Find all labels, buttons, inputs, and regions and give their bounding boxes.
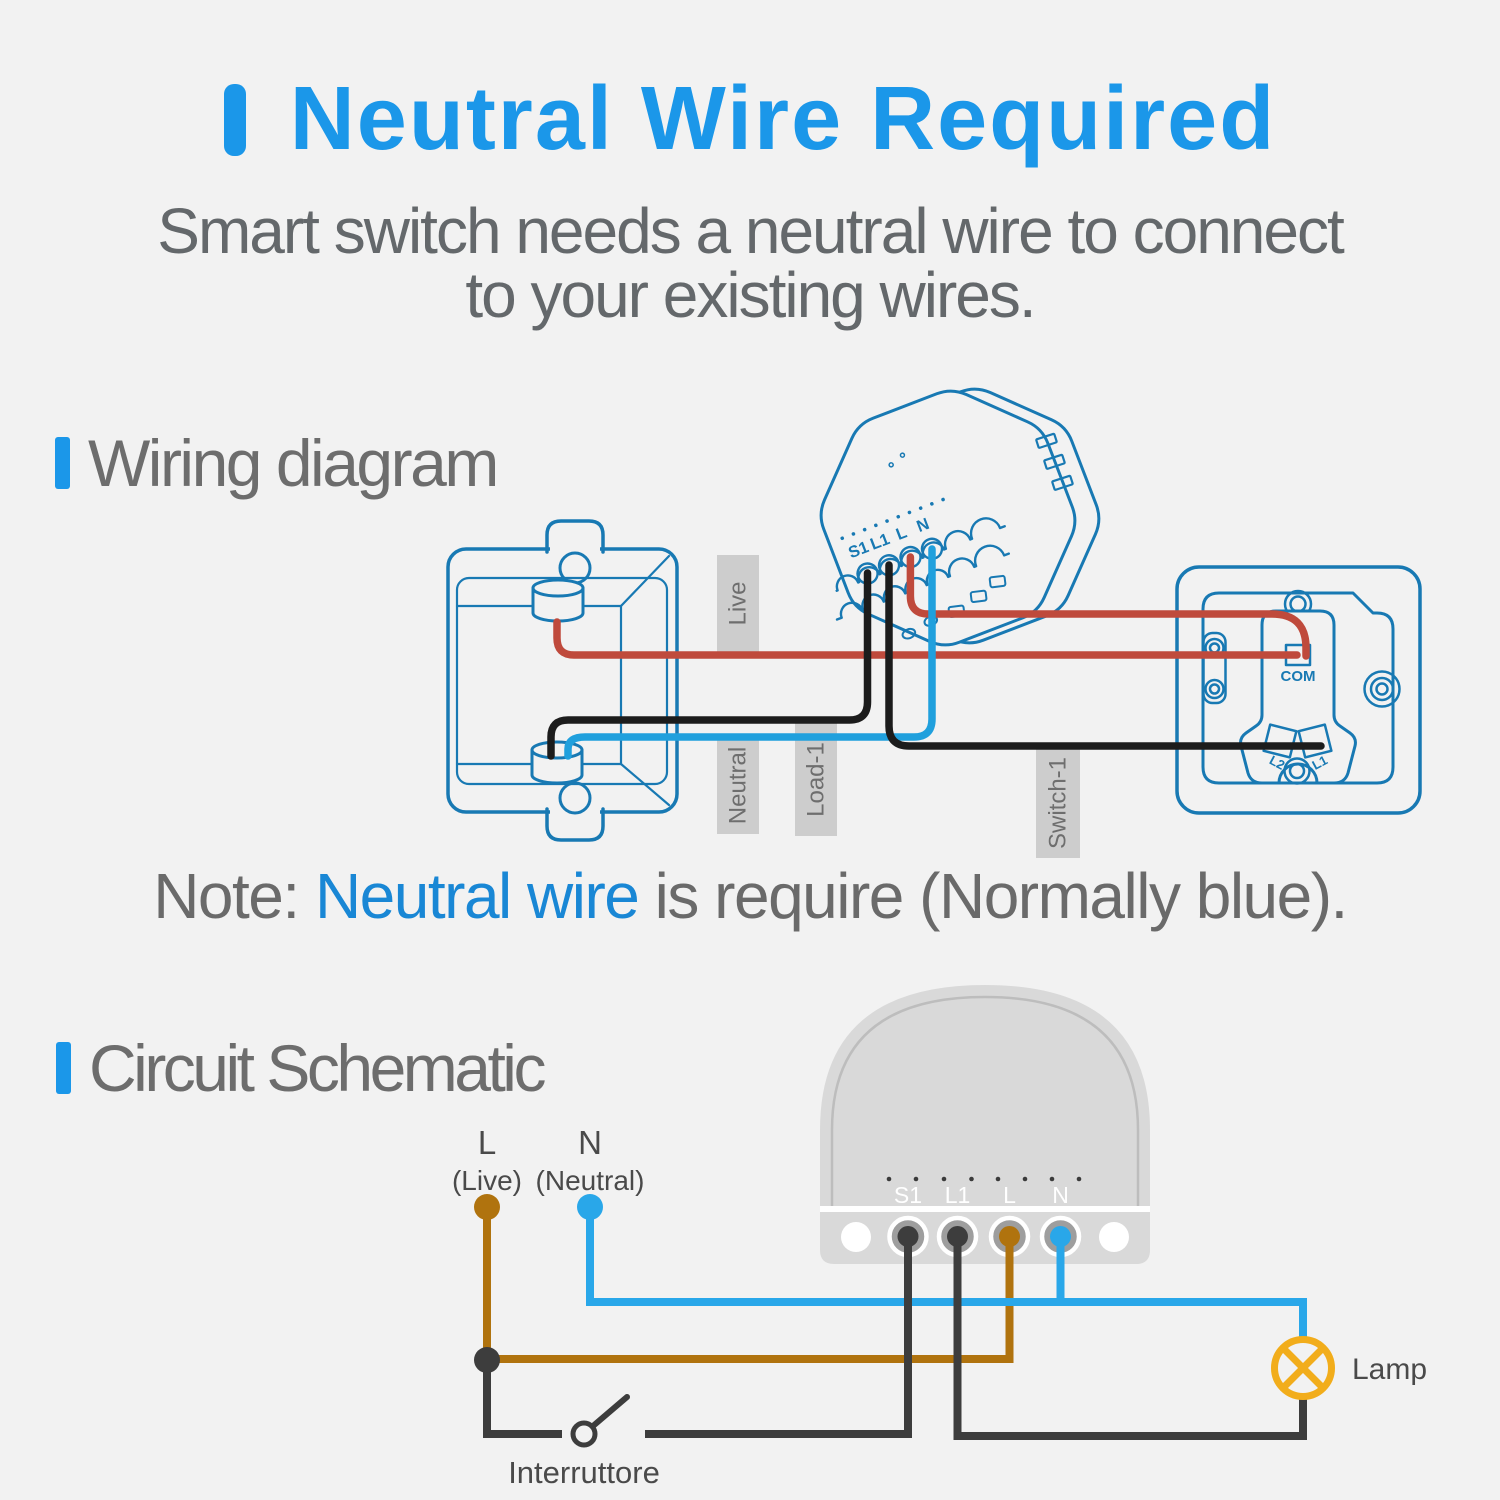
l2-terminal-label: L2 bbox=[1267, 752, 1287, 772]
plate-screw-right bbox=[1363, 670, 1401, 708]
circuit-schematic: S1 L1 L N L (Live) bbox=[452, 985, 1427, 1490]
lamp-symbol bbox=[1271, 1336, 1335, 1400]
note-line: Note: Neutral wire is require (Normally … bbox=[0, 859, 1500, 933]
supply-live-symbol: L bbox=[478, 1124, 496, 1161]
tag-switch1: Switch-1 bbox=[1045, 757, 1072, 849]
tag-neutral-box bbox=[717, 737, 759, 834]
title-accent-bar bbox=[223, 83, 246, 156]
schematic-wire-s1-dark bbox=[645, 1240, 912, 1438]
wire-switch-black bbox=[885, 561, 1325, 750]
wiring-accent-bar bbox=[55, 437, 70, 489]
tag-load1: Load-1 bbox=[803, 742, 830, 817]
schematic-wire-switch-dark bbox=[483, 1356, 562, 1438]
wire-live-red bbox=[553, 618, 1301, 659]
schematic-terminal-l: L bbox=[1003, 1182, 1016, 1208]
schematic-wires bbox=[474, 1194, 1335, 1448]
wiring-diagram: COM L2 L1 bbox=[446, 387, 1422, 858]
module-clips bbox=[1035, 432, 1074, 491]
neutral-supply-dot bbox=[577, 1194, 603, 1220]
junction-dot bbox=[474, 1347, 500, 1373]
schematic-dot-row bbox=[886, 1176, 1082, 1182]
switch-symbol bbox=[570, 1394, 630, 1448]
schematic-heading-text: Circuit Schematic bbox=[89, 1031, 546, 1105]
module-hole-left bbox=[841, 1222, 871, 1252]
wires bbox=[547, 545, 1325, 760]
subtitle-line1: Smart switch needs a neutral wire to con… bbox=[157, 195, 1345, 267]
schematic-terminal-dots bbox=[897, 1226, 1071, 1247]
tag-neutral: Neutral bbox=[725, 747, 752, 824]
note-highlight: Neutral wire bbox=[314, 860, 640, 932]
schematic-accent-bar bbox=[56, 1042, 71, 1094]
note-suffix: is require (Normally blue). bbox=[638, 860, 1349, 932]
tag-live: Live bbox=[725, 581, 752, 625]
page-header: Neutral Wire Required bbox=[0, 68, 1500, 171]
com-terminal-label: COM bbox=[1281, 668, 1316, 685]
schematic-terminal-l1: L1 bbox=[945, 1182, 971, 1208]
schematic-wire-live-brown bbox=[483, 1210, 1014, 1363]
module-dot-row bbox=[840, 497, 945, 541]
supply-labels: L (Live) N (Neutral) bbox=[452, 1124, 644, 1196]
wire-nut-top bbox=[531, 578, 585, 623]
module-hole-right bbox=[1099, 1222, 1129, 1252]
wiring-heading-text: Wiring diagram bbox=[88, 426, 499, 500]
switch-label: Interruttore bbox=[508, 1455, 660, 1490]
schematic-wire-neutral-blue bbox=[586, 1210, 1307, 1341]
tag-live-box bbox=[717, 555, 759, 652]
lamp-label: Lamp bbox=[1352, 1353, 1427, 1386]
supply-neutral-name: (Neutral) bbox=[536, 1165, 645, 1196]
tag-switch1-box bbox=[1036, 748, 1080, 858]
supply-live-name: (Live) bbox=[452, 1165, 522, 1196]
live-supply-dot bbox=[474, 1194, 500, 1220]
page-subtitle: Smart switch needs a neutral wire to con… bbox=[0, 199, 1500, 327]
junction-box bbox=[446, 519, 679, 842]
tag-load1-box bbox=[795, 723, 837, 836]
smart-module: S1 L1 L N bbox=[819, 387, 1101, 647]
schematic-wire-lamp-dark bbox=[953, 1240, 1307, 1440]
wire-nut-bottom bbox=[530, 740, 584, 785]
wall-switch: COM L2 L1 bbox=[1175, 565, 1422, 815]
schematic-terminal-s1: S1 bbox=[894, 1182, 922, 1208]
supply-neutral-symbol: N bbox=[578, 1124, 602, 1161]
page-title: Neutral Wire Required bbox=[289, 69, 1277, 169]
wire-load-black bbox=[547, 569, 872, 760]
schematic-terminal-n: N bbox=[1052, 1182, 1069, 1208]
wire-module-l-red bbox=[906, 553, 1310, 660]
l1-terminal-label: L1 bbox=[1310, 752, 1330, 772]
section-heading-wiring: Wiring diagram bbox=[55, 425, 499, 501]
wire-tags: Live Neutral Load-1 Switch-1 bbox=[717, 555, 1080, 858]
module-terminal-l1: L1 bbox=[868, 530, 892, 554]
subtitle-line2: to your existing wires. bbox=[465, 259, 1036, 331]
section-heading-schematic: Circuit Schematic bbox=[56, 1030, 546, 1106]
wire-neutral-blue bbox=[564, 545, 936, 760]
note-prefix: Note: bbox=[153, 860, 315, 932]
schematic-module: S1 L1 L N bbox=[820, 985, 1150, 1264]
